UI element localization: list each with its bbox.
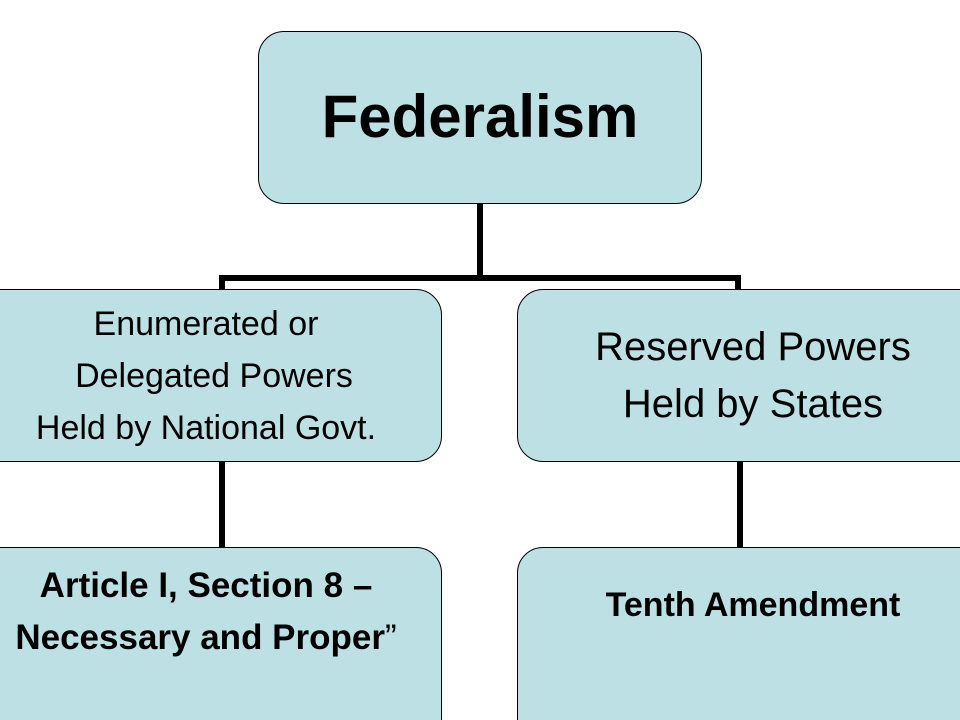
enumerated-line-2: Delegated Powers [75,356,353,395]
article-line-1: Article I, Section 8 – [39,566,373,605]
node-enumerated-powers: Enumerated or Delegated Powers Held by N… [0,289,442,462]
node-federalism-label: Federalism [321,83,639,150]
node-tenth-amendment: Tenth Amendment [517,547,960,720]
node-federalism: Federalism [258,31,702,204]
article-line-2-text: Necessary and Proper [15,618,385,657]
node-article-i-section-8: Article I, Section 8 – Necessary and Pro… [0,547,442,720]
closing-quote-mark: ” [384,618,397,657]
enumerated-line-1: Enumerated or [93,304,319,343]
reserved-line-2: Held by States [622,381,884,426]
tenth-amendment-label: Tenth Amendment [605,585,901,624]
reserved-line-1: Reserved Powers [595,324,911,369]
article-line-2: Necessary and Proper” [15,612,396,664]
node-reserved-powers: Reserved Powers Held by States [517,289,960,462]
enumerated-line-3: Held by National Govt. [35,408,377,447]
